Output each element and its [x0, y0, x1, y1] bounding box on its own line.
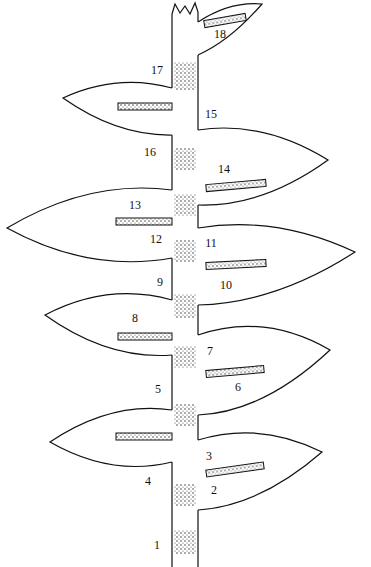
callout-number: 15 — [205, 108, 217, 120]
callout-number: 2 — [211, 484, 217, 496]
stem-outline — [197, 12, 198, 567]
leaf-trace-bar — [206, 259, 266, 269]
leaf — [198, 4, 262, 55]
leaf — [63, 82, 172, 135]
stippled-internode — [174, 484, 196, 506]
callout-number: 12 — [150, 233, 162, 245]
leaf-trace-bar — [118, 333, 172, 340]
leaf — [50, 408, 172, 466]
leaf-trace-bar — [116, 218, 172, 225]
leaf-trace-bar — [118, 103, 172, 110]
leaf-trace-bar — [204, 13, 247, 27]
stem-outline — [171, 14, 172, 567]
stippled-internode — [174, 404, 196, 426]
stippled-internode — [174, 62, 196, 90]
callout-number: 10 — [220, 279, 232, 291]
callout-number: 7 — [207, 345, 213, 357]
callout-number: 14 — [218, 163, 230, 175]
callout-number: 16 — [144, 146, 156, 158]
leaf — [7, 188, 172, 262]
leaf-trace-bar — [206, 462, 264, 477]
callout-number: 17 — [151, 64, 163, 76]
callout-number: 13 — [129, 199, 141, 211]
leaf — [198, 326, 330, 415]
stem — [172, 12, 198, 567]
leaf-trace-bar — [206, 365, 264, 377]
apical-bud — [172, 3, 198, 14]
leaf-trace-bar — [116, 433, 172, 440]
callout-number: 4 — [145, 475, 151, 487]
callout-number: 5 — [155, 383, 161, 395]
callout-number: 9 — [157, 276, 163, 288]
leaf — [198, 128, 328, 205]
callout-number: 8 — [132, 312, 138, 324]
leaf — [45, 294, 172, 356]
callout-number: 3 — [206, 450, 212, 462]
callout-number: 18 — [214, 28, 226, 40]
stippled-internode — [174, 530, 196, 554]
leaf — [198, 433, 322, 510]
stippled-internode — [174, 346, 196, 368]
stippled-internode — [174, 194, 196, 216]
stippled-internode — [174, 148, 196, 170]
callout-number: 1 — [154, 539, 160, 551]
leaf-trace-bar — [206, 179, 266, 191]
leaf — [198, 225, 355, 305]
callout-number: 6 — [235, 381, 241, 393]
stippled-internode — [174, 294, 196, 318]
callout-number: 11 — [205, 237, 217, 249]
stippled-internode — [174, 240, 196, 262]
